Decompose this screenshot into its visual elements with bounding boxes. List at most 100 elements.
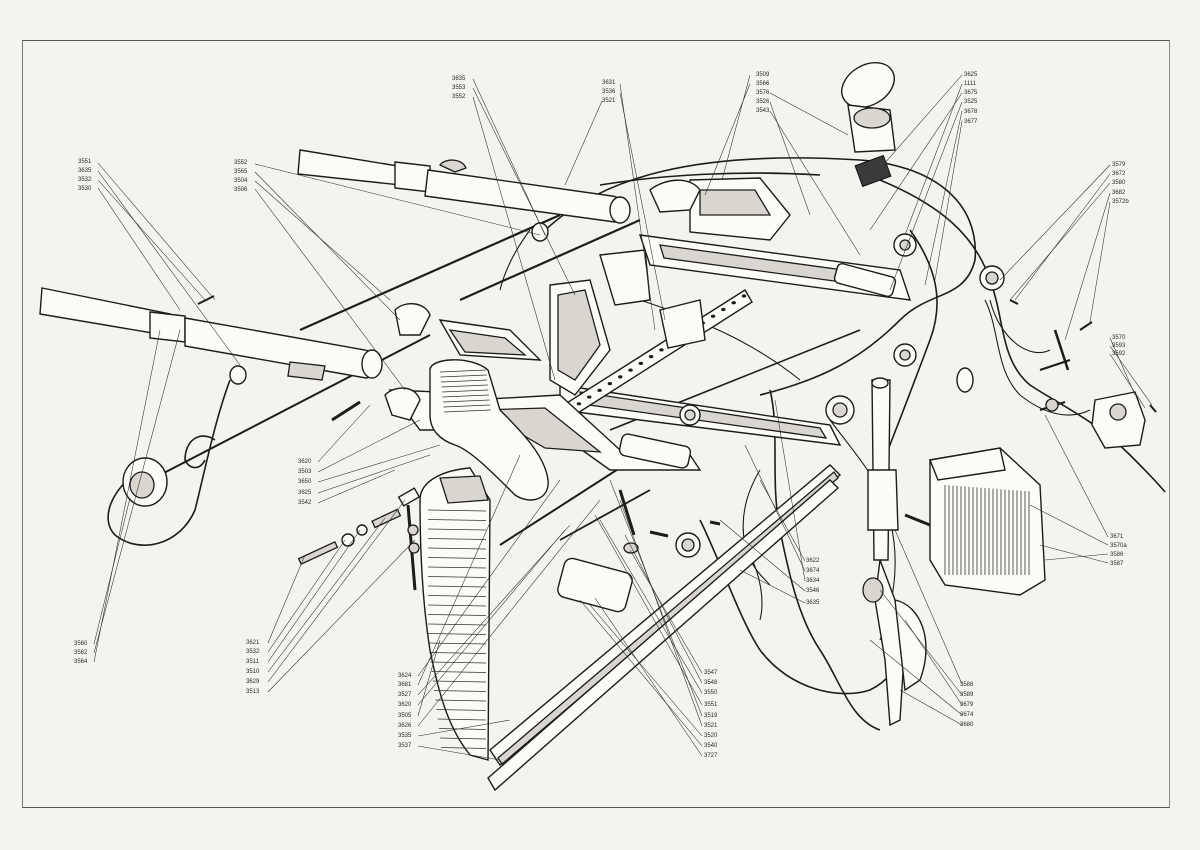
callout-label: 3572b — [1112, 199, 1129, 205]
round-connectors — [229, 222, 1005, 558]
connector-caps — [384, 262, 897, 613]
callout-label: 3675 — [964, 90, 978, 96]
horn-left — [122, 457, 168, 507]
radiator-fin — [427, 538, 487, 540]
callout-label: 3551 — [704, 702, 718, 708]
callout-label: 3536 — [602, 89, 616, 95]
callout-label: 3535 — [398, 733, 412, 739]
duct-rib — [442, 394, 490, 398]
callout-group-top-c: 3509 3566 3576 3526 3543 — [756, 72, 770, 114]
callout-label: 3570a — [1110, 543, 1127, 549]
callout-label: 3540 — [704, 743, 718, 749]
callout-label: 3682 — [1112, 190, 1126, 196]
perforation-hole — [638, 361, 644, 365]
callout-label: 3626 — [398, 723, 412, 729]
radiator-fin — [427, 585, 487, 588]
radiator-fin — [435, 699, 487, 702]
radiator-fin — [427, 519, 487, 521]
radiator-fin — [427, 642, 487, 645]
callout-group-center-left: 3620 3503 3650 3625 3542 — [298, 459, 312, 506]
callout-group-upper-mid: 3552 3565 3504 3506 — [234, 160, 248, 193]
duct-rib — [441, 389, 489, 393]
shock-strut — [862, 377, 927, 727]
column-tube-lower — [39, 287, 383, 381]
callout-label: 3503 — [298, 469, 312, 475]
callout-label: 3550 — [704, 690, 718, 696]
callout-label: 3580 — [1112, 180, 1126, 186]
radiator-fin — [427, 633, 487, 635]
callout-group-bottom-center: 3547 3548 3550 3551 3519 3521 3520 3540 … — [704, 670, 718, 759]
callout-label: 3620 — [398, 702, 412, 708]
duct-rib — [443, 404, 491, 408]
callout-label: 3635 — [452, 76, 466, 82]
callout-label: 3677 — [964, 119, 978, 125]
callout-label: 3504 — [234, 178, 248, 184]
bolts-and-fittings — [197, 295, 1157, 591]
column-tube-upper — [297, 149, 631, 224]
radiator-fin — [427, 547, 487, 550]
callout-label: 3552 — [452, 94, 466, 100]
perforation-hole — [587, 395, 592, 399]
duct-rib — [442, 399, 490, 403]
callout-group-top-right: 3625 1111 3675 3525 3678 3677 — [964, 72, 978, 125]
duct-rib — [439, 369, 487, 373]
callout-label: 3565 — [234, 169, 248, 175]
radiator-fin — [427, 566, 487, 569]
callout-group-top-b: 3631 3536 3521 — [602, 80, 616, 104]
callout-label: 3629 — [246, 679, 260, 685]
perforation-hole — [710, 314, 716, 318]
callout-label: 3621 — [246, 640, 260, 646]
radiator-fin — [427, 595, 487, 597]
callout-label: 3586 — [1110, 552, 1124, 558]
callout-group-bottom-center-left: 3624 3681 3527 3620 3505 3626 3535 3537 — [398, 673, 412, 749]
callout-label: 3511 — [246, 659, 260, 665]
callout-group-lower-left: 3621 3532 3511 3510 3629 3513 — [246, 640, 260, 695]
callout-label: 3521 — [704, 723, 718, 729]
callout-group-top-a: 3635 3553 3552 — [452, 76, 466, 100]
callout-label: 3650 — [298, 479, 312, 485]
perforation-hole — [576, 402, 582, 406]
perforation-hole — [648, 355, 654, 359]
callout-label: 3680 — [960, 722, 974, 728]
duct-rib — [440, 379, 488, 383]
radiator-fin — [441, 747, 487, 749]
callout-label: 3513 — [246, 689, 260, 695]
callout-label: 3542 — [298, 500, 312, 506]
callout-label: 3589 — [960, 692, 974, 698]
perforation-hole — [618, 375, 623, 379]
callout-label: 3678 — [964, 109, 978, 115]
radiator-fin — [439, 737, 487, 740]
callout-label: 3625 — [964, 72, 978, 78]
callout-label: 1111 — [964, 81, 977, 87]
callout-label: 3551 — [78, 159, 92, 165]
callout-label: 3566 — [756, 81, 770, 87]
callout-label: 3681 — [398, 682, 412, 688]
callout-label: 3521 — [602, 98, 616, 104]
callout-label: 3592 — [1112, 351, 1126, 357]
callout-label: 3506 — [234, 187, 248, 193]
duct-rib — [440, 374, 487, 378]
callout-label: 3537 — [398, 743, 412, 749]
radiator — [419, 467, 491, 761]
callout-label: 3588 — [960, 682, 974, 688]
callout-label: 3562 — [74, 650, 88, 656]
perforation-hole — [607, 381, 613, 386]
callout-label: 3520 — [704, 733, 718, 739]
radiator-fin — [427, 557, 487, 559]
radiator-fin — [427, 576, 487, 578]
callout-label: 3532 — [246, 649, 260, 655]
callout-label: 3622 — [806, 558, 820, 564]
drawing-frame — [22, 40, 1170, 808]
callout-label: 3579 — [1112, 162, 1126, 168]
perforation-hole — [721, 307, 726, 312]
switch-unit-right — [1091, 391, 1146, 449]
radiator-fin — [430, 661, 487, 664]
callout-label: 3560 — [74, 641, 88, 647]
perforation-hole — [741, 294, 747, 298]
support-bracket — [549, 249, 706, 396]
callout-label: 3635 — [78, 168, 92, 174]
callout-label: 3546 — [806, 588, 820, 594]
callout-label: 3593 — [1112, 343, 1126, 349]
callout-label: 3674 — [806, 568, 820, 574]
perforation-hole — [628, 368, 633, 372]
